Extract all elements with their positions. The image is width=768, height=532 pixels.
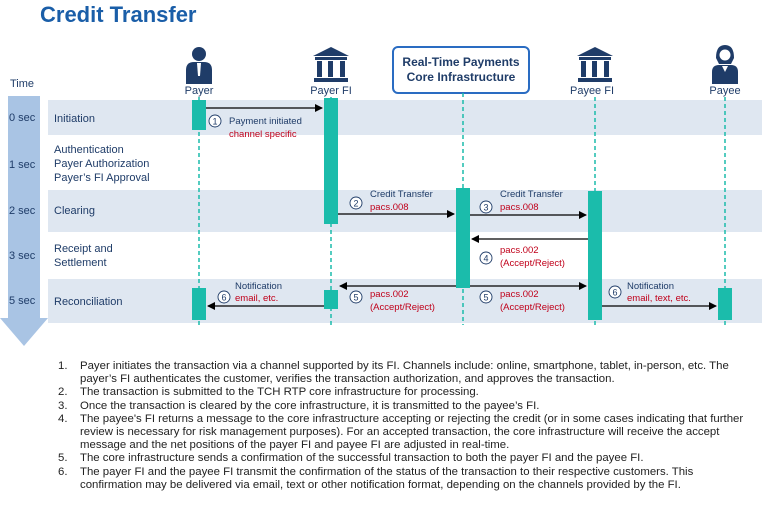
payer-fi-bank-icon: [313, 47, 349, 82]
note-item: 3. Once the transaction is cleared by the…: [58, 400, 758, 413]
step-number-1: 1: [212, 117, 217, 127]
step-circle-6a: [217, 290, 231, 304]
step-circle-1: [208, 114, 222, 128]
note-text: Once the transaction is cleared by the c…: [80, 399, 540, 412]
step-circle-5b: [479, 290, 493, 304]
step-circle-5a: [349, 290, 363, 304]
message-5b-line-1: pacs.002: [500, 289, 539, 300]
message-3-line-1: Credit Transfer: [500, 189, 563, 200]
payee-person-icon: [712, 45, 738, 84]
message-5a-line-2: (Accept/Reject): [370, 302, 435, 313]
step-label-receipt-and: Receipt and: [54, 243, 113, 255]
note-text: The transaction is submitted to the TCH …: [80, 386, 479, 399]
step-label-payer-fi-approval: Payer’s FI Approval: [54, 172, 150, 184]
payee-fi-bank-icon: [577, 47, 613, 82]
note-item: 6. The payer FI and the payee FI transmit…: [58, 466, 758, 492]
message-1-line-2: channel specific: [229, 129, 297, 140]
step-number-6b: 6: [612, 288, 617, 298]
note-number: 1.: [58, 360, 68, 372]
core-box-line-2: Core Infrastructure: [407, 70, 516, 84]
time-label-4: 5 sec: [9, 295, 36, 307]
message-6a-line-1: Notification: [235, 281, 282, 292]
note-text: Payer initiates the transaction via a ch…: [80, 360, 729, 386]
message-3-line-2: pacs.008: [500, 202, 539, 213]
message-5a-line-1: pacs.002: [370, 289, 409, 300]
note-item: 4. The payee's FI returns a message to th…: [58, 413, 758, 453]
step-label-clearing: Clearing: [54, 205, 95, 217]
page-title: Credit Transfer: [40, 2, 197, 27]
core-infrastructure-box: [392, 46, 530, 94]
step-label-initiation: Initiation: [54, 113, 95, 125]
message-4-line-1: pacs.002: [500, 245, 539, 256]
step-label-reconciliation: Reconciliation: [54, 296, 122, 308]
note-text: The core infrastructure sends a confirma…: [80, 452, 644, 465]
message-6b-line-1: Notification: [627, 281, 674, 292]
time-label-3: 3 sec: [9, 250, 36, 262]
time-label-1: 1 sec: [9, 159, 36, 171]
step-number-3: 3: [483, 203, 488, 213]
message-2-line-1: Credit Transfer: [370, 189, 433, 200]
message-6a-line-2: email, etc.: [235, 293, 278, 304]
sequence-diagram: Real-Time Payments Core Infrastructure T…: [0, 45, 762, 346]
step-number-4: 4: [483, 254, 488, 264]
payer-label: Payer: [185, 85, 214, 97]
step-circle-6b: [608, 285, 622, 299]
message-4-line-2: (Accept/Reject): [500, 258, 565, 269]
time-axis-arrow: [0, 96, 48, 346]
note-item: 5. The core infrastructure sends a confir…: [58, 452, 758, 465]
message-5b-line-2: (Accept/Reject): [500, 302, 565, 313]
payer-fi-activation-2: [324, 290, 338, 309]
step-label-payer-authorization: Payer Authorization: [54, 158, 149, 170]
note-text: The payer FI and the payee FI transmit t…: [80, 465, 694, 491]
step-number-5a: 5: [353, 293, 358, 303]
payer-fi-activation-1: [324, 98, 338, 224]
payee-label: Payee: [709, 85, 740, 97]
notes-list: 1. Payer initiates the transaction via a …: [58, 360, 758, 492]
note-number: 6.: [58, 465, 68, 478]
message-2-line-2: pacs.008: [370, 202, 409, 213]
payee-fi-label: Payee FI: [570, 85, 614, 97]
time-header: Time: [10, 78, 34, 90]
note-item: 2. The transaction is submitted to the TC…: [58, 386, 758, 399]
payee-fi-activation: [588, 191, 602, 320]
step-circle-2: [349, 196, 363, 210]
time-label-2: 2 sec: [9, 205, 36, 217]
step-label-settlement: Settlement: [54, 257, 107, 269]
note-number: 5.: [58, 452, 68, 465]
row-band-initiation: [48, 100, 762, 135]
step-number-2: 2: [353, 199, 358, 209]
core-activation: [456, 188, 470, 288]
step-number-5b: 5: [483, 293, 488, 303]
step-circle-4: [479, 251, 493, 265]
note-number: 4.: [58, 412, 68, 425]
payer-fi-label: Payer FI: [310, 85, 352, 97]
core-box-line-1: Real-Time Payments: [402, 55, 519, 69]
message-6b-line-2: email, text, etc.: [627, 293, 691, 304]
payer-person-icon: [186, 47, 212, 84]
step-label-authentication: Authentication: [54, 144, 124, 156]
time-label-0: 0 sec: [9, 112, 36, 124]
step-circle-3: [479, 200, 493, 214]
note-text: The payee's FI returns a message to the …: [80, 412, 744, 452]
note-item: 1. Payer initiates the transaction via a …: [58, 360, 758, 386]
step-number-6a: 6: [221, 293, 226, 303]
payer-activation-2: [192, 288, 206, 320]
note-number: 3.: [58, 399, 68, 412]
row-band-clearing: [48, 190, 762, 232]
message-1-line-1: Payment initiated: [229, 116, 302, 127]
payee-activation: [718, 288, 732, 320]
payer-activation-1: [192, 100, 206, 130]
note-number: 2.: [58, 386, 68, 399]
